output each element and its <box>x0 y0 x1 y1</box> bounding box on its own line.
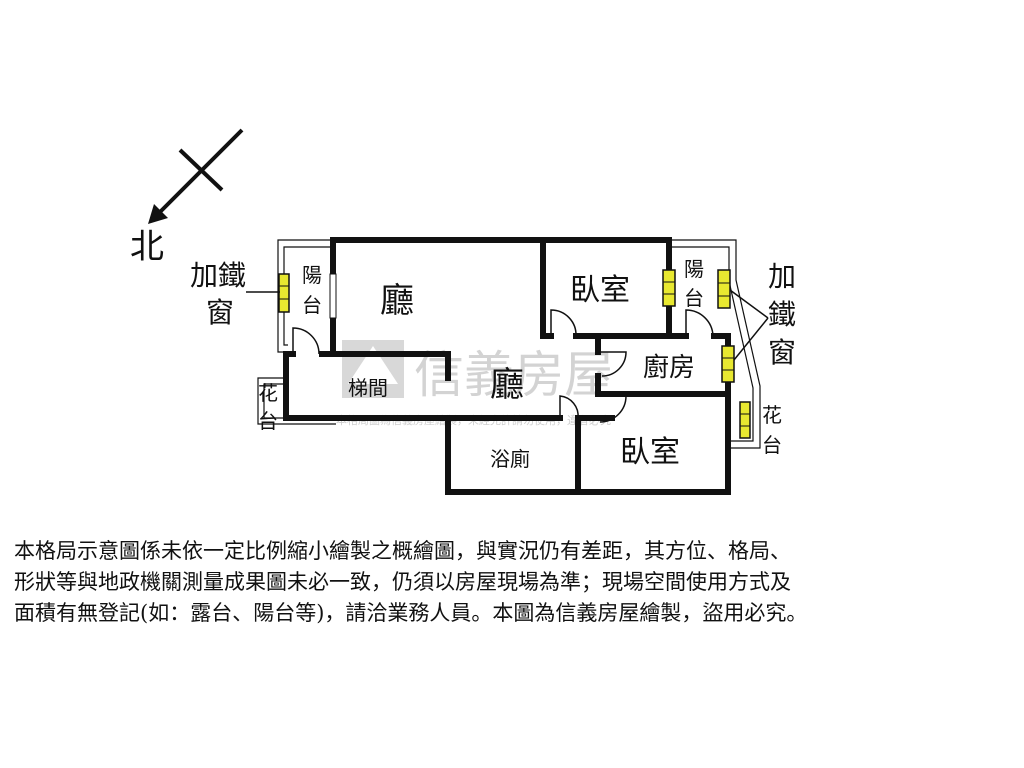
window-top-bedroom <box>662 269 676 307</box>
door-top-bedroom <box>550 309 577 337</box>
room-stairs: 梯間 <box>348 376 388 400</box>
room-bathroom: 浴廁 <box>490 447 530 471</box>
window-right-planter <box>739 401 751 439</box>
annotation-leaders <box>246 289 769 361</box>
north-label: 北 <box>130 227 164 267</box>
iron-window-right-leader-2 <box>733 317 769 361</box>
windows <box>278 269 751 439</box>
planter-left-1: 花 <box>258 381 278 405</box>
room-living-mid: 廳 <box>490 365 524 405</box>
balcony-right-outline <box>669 239 761 449</box>
planter-right-1: 花 <box>762 403 782 427</box>
iron-window-right-leader-1 <box>729 289 769 319</box>
window-left-balcony <box>278 273 290 313</box>
iron-window-left-1: 加鐵 <box>190 259 246 292</box>
floor-plan: 北 信義房屋 本格局圖為信義房屋繪製，未經允許請勿使用，違者必究 <box>130 128 796 495</box>
disclaimer-line-2: 形狀等與地政機關測量成果圖未必一致，仍須以房屋現場為準；現場空間使用方式及 <box>14 570 791 594</box>
room-balcony-left-2: 台 <box>302 293 322 317</box>
disclaimer-line-1: 本格局示意圖係未依一定比例縮小繪製之概繪圖，與實況仍有差距，其方位、格局、 <box>14 539 791 563</box>
doors <box>292 309 714 423</box>
disclaimer: 本格局示意圖係未依一定比例縮小繪製之概繪圖，與實況仍有差距，其方位、格局、 形狀… <box>14 536 1014 629</box>
room-balcony-right-2: 台 <box>684 286 704 310</box>
window-right-balcony <box>717 269 731 309</box>
planter-left-2: 台 <box>258 409 278 433</box>
compass: 北 <box>130 128 244 267</box>
planter-left-outline <box>257 377 336 425</box>
disclaimer-line-3: 面積有無登記(如：露台、陽台等)，請洽業務人員。本圖為信義房屋繪製，盜用必究。 <box>14 601 808 625</box>
room-living-top: 廳 <box>380 281 414 321</box>
room-bedroom-top: 臥室 <box>570 273 630 308</box>
door-bottom-bedroom <box>599 395 627 423</box>
compass-north-arrow <box>158 128 244 214</box>
sliding-door-left-balcony <box>329 273 337 319</box>
room-kitchen: 廚房 <box>643 353 695 383</box>
door-right-balcony <box>685 309 714 337</box>
brand-logo-icon <box>342 340 404 398</box>
room-balcony-right-1: 陽 <box>684 257 704 281</box>
door-left-balcony <box>292 327 320 355</box>
room-balcony-left-1: 陽 <box>302 263 322 287</box>
iron-window-right-1: 加 <box>768 260 796 293</box>
window-kitchen <box>721 345 735 383</box>
compass-arrowhead <box>148 204 168 224</box>
iron-window-right-2: 鐵 <box>768 298 796 331</box>
door-bathroom <box>559 395 579 419</box>
iron-window-left-2: 窗 <box>206 296 234 329</box>
planter-right-2: 台 <box>762 433 782 457</box>
iron-window-right-3: 窗 <box>768 336 796 369</box>
door-kitchen <box>598 351 627 377</box>
room-bedroom-bottom: 臥室 <box>620 435 680 470</box>
